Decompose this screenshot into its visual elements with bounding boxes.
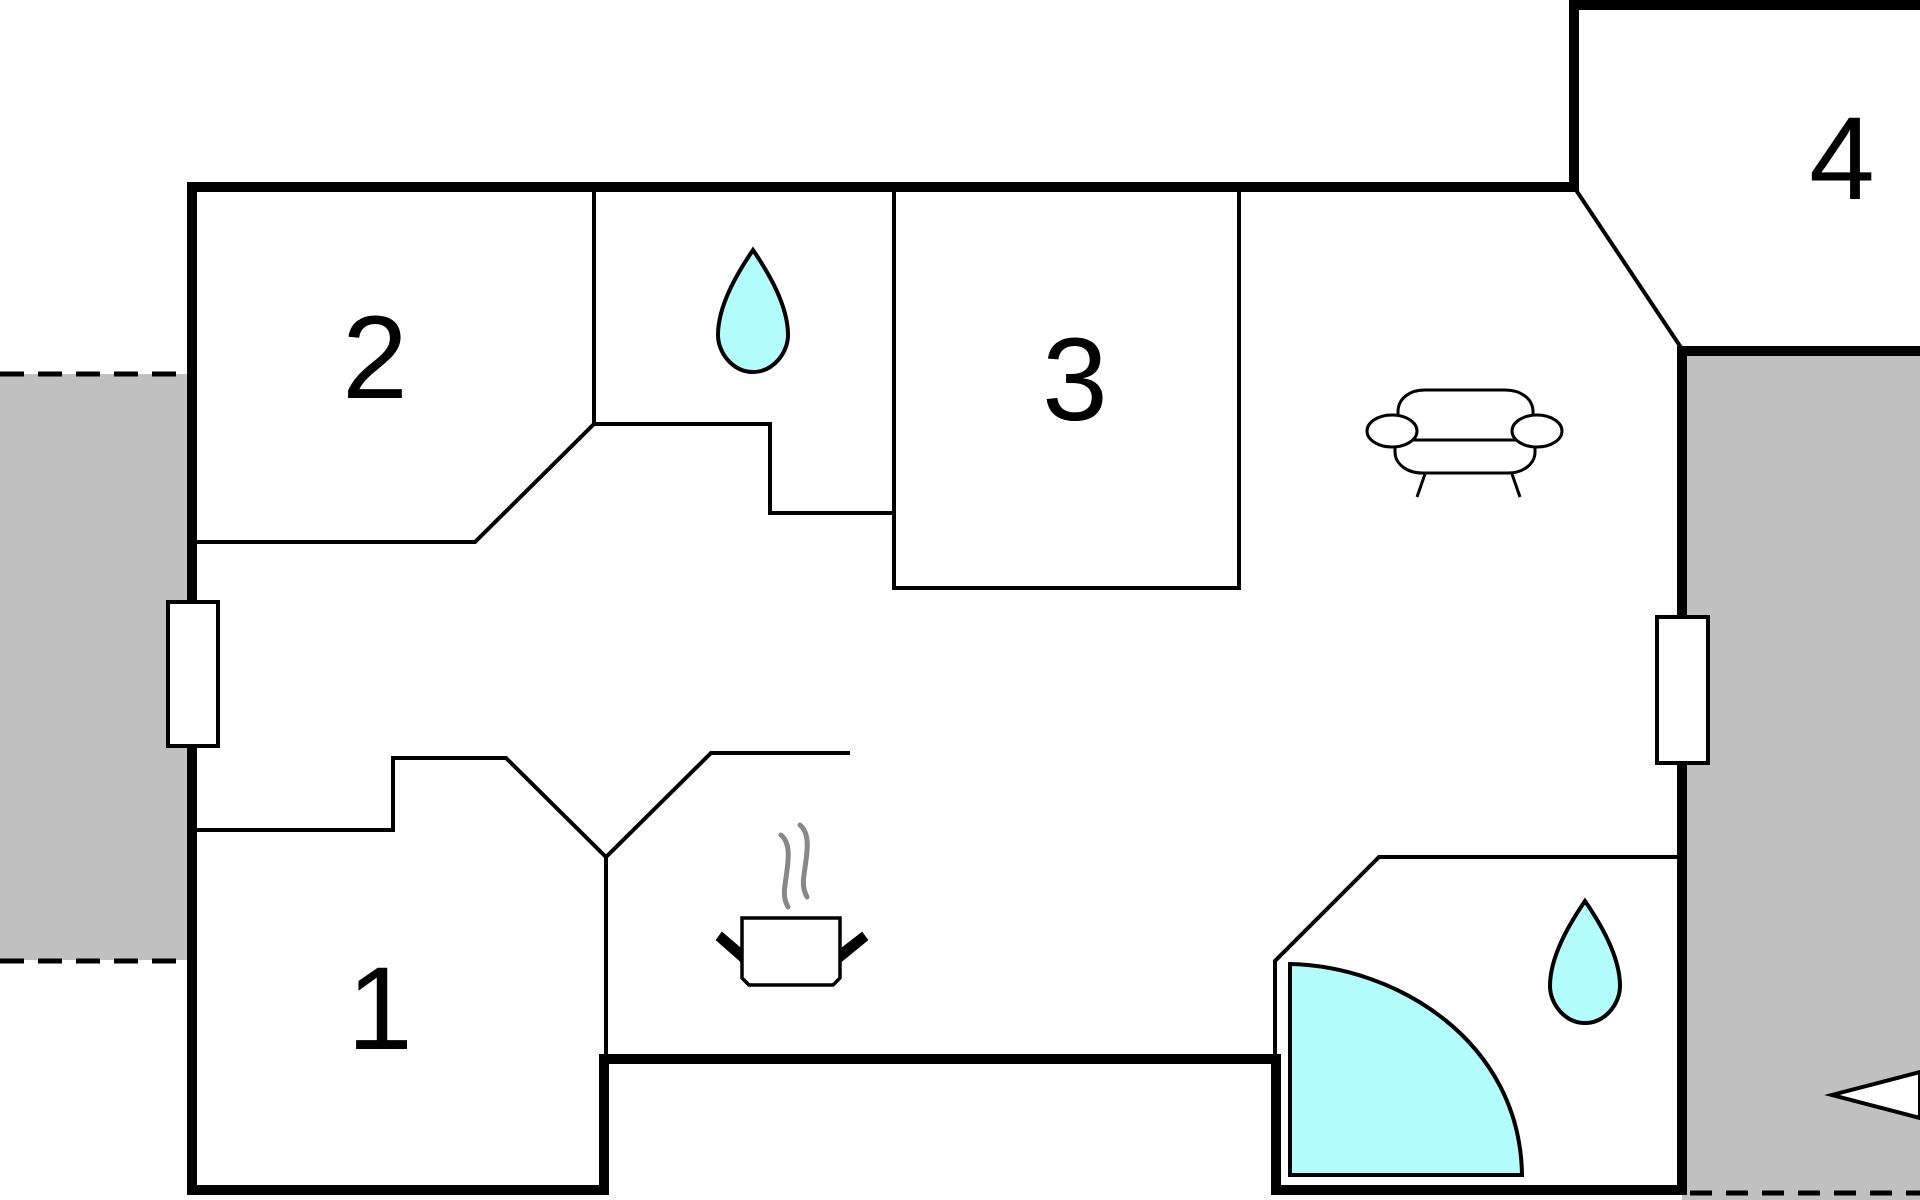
room-number-3: 3 <box>1042 314 1108 446</box>
window-right <box>1655 615 1710 765</box>
room-number-2: 2 <box>342 292 408 424</box>
room-4 <box>1569 0 1920 356</box>
water-drop-icon <box>715 246 791 375</box>
outdoor-area-right <box>1682 351 1920 1200</box>
room-number-4: 4 <box>1809 93 1875 225</box>
sofa-icon <box>1365 388 1564 498</box>
shower-icon <box>1288 961 1525 1177</box>
room-number-1: 1 <box>347 943 413 1075</box>
cooking-pot-icon <box>715 822 869 987</box>
water-drop-icon <box>1547 897 1623 1026</box>
window-left <box>166 600 220 748</box>
interior-walls <box>196 190 1678 1061</box>
outdoor-area-left <box>0 371 190 964</box>
